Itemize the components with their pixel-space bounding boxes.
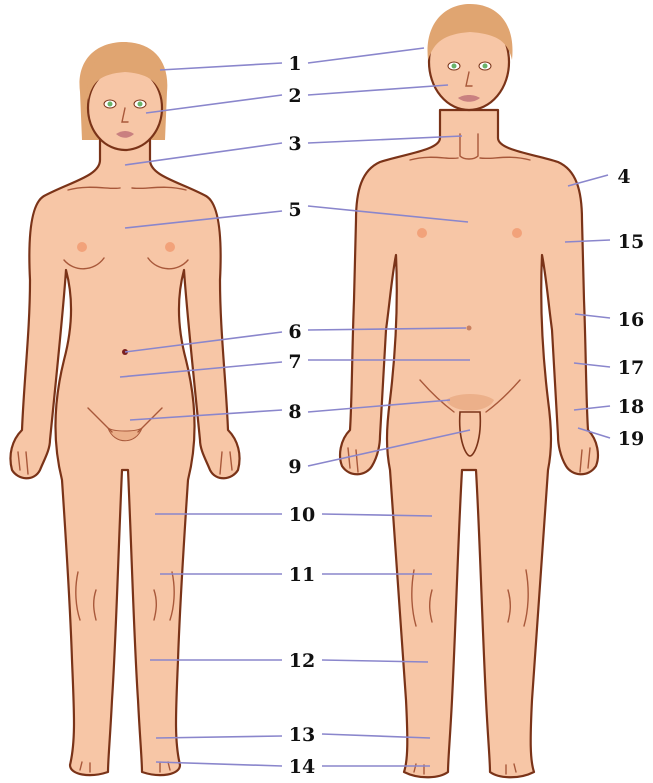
label-19: 19 [618, 428, 644, 450]
label-6: 6 [288, 321, 301, 343]
label-2: 2 [288, 85, 301, 107]
male-nipple-left [417, 228, 427, 238]
label-5: 5 [288, 199, 301, 221]
label-10: 10 [289, 504, 315, 526]
label-3: 3 [288, 133, 301, 155]
label-17: 17 [618, 357, 644, 379]
label-13: 13 [289, 724, 315, 746]
label-7: 7 [288, 351, 301, 373]
label-9: 9 [288, 456, 301, 478]
label-14: 14 [289, 756, 315, 778]
leader-1b [308, 48, 424, 63]
female-nipple-left [77, 242, 87, 252]
male-iris-left [452, 64, 457, 69]
label-16: 16 [618, 309, 644, 331]
label-11: 11 [289, 564, 315, 586]
female-iris-right [138, 102, 143, 107]
label-15: 15 [618, 231, 644, 253]
leader-2b [308, 85, 448, 95]
female-figure [10, 42, 239, 775]
male-iris-right [483, 64, 488, 69]
male-nipple-right [512, 228, 522, 238]
label-18: 18 [618, 396, 644, 418]
male-navel [467, 326, 472, 331]
female-nipple-right [165, 242, 175, 252]
label-8: 8 [288, 401, 301, 423]
label-1: 1 [288, 53, 301, 75]
female-iris-left [108, 102, 113, 107]
female-body [10, 140, 239, 775]
label-4: 4 [617, 166, 630, 188]
label-12: 12 [289, 650, 315, 672]
leader-1 [160, 63, 282, 70]
